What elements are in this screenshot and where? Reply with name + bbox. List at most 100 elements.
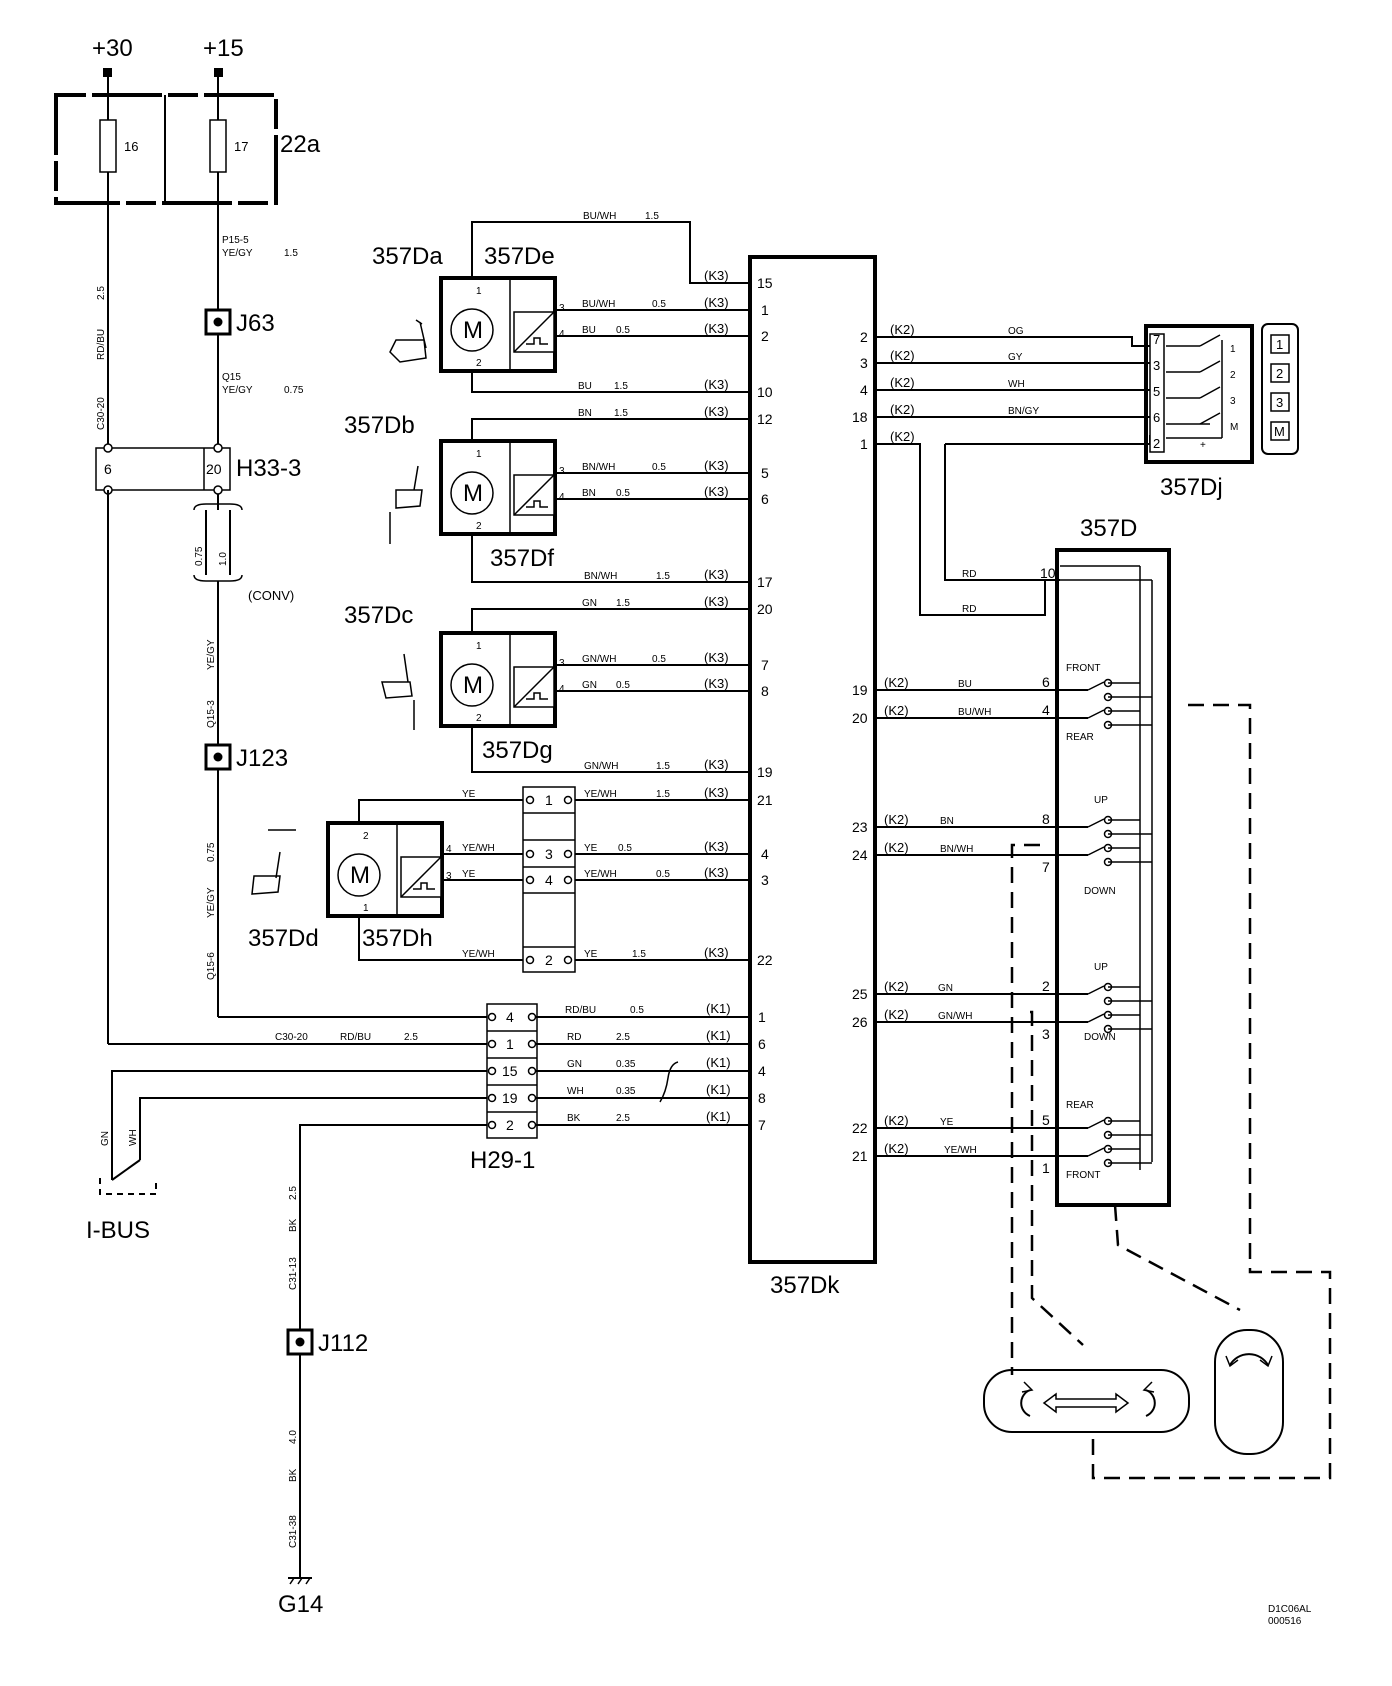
- sw-pin-2: 2: [1042, 978, 1050, 994]
- sw-pin-5: 5: [1042, 1112, 1050, 1128]
- dk-pin-24: 24: [852, 847, 868, 863]
- dk-pin-21: 21: [757, 792, 773, 808]
- dk-pin-5: 5: [761, 465, 769, 481]
- dk-pin-8: 8: [761, 683, 769, 699]
- k3-w9-color: GN: [582, 598, 597, 609]
- drawing-id: D1C06AL: [1268, 1604, 1312, 1615]
- sensor-357dg-label: 357Dg: [482, 737, 553, 764]
- switch-pin-10: 10: [1040, 565, 1056, 581]
- wire-30-color: RD/BU: [96, 329, 107, 360]
- k3-w10-color: GN/WH: [582, 654, 616, 665]
- k3-tag-4: (K3): [704, 377, 729, 392]
- junction-j63: J63: [204, 308, 275, 337]
- motor-357db-label: 357Db: [344, 412, 415, 439]
- ibus-label: I-BUS: [86, 1217, 150, 1244]
- k1-pin-7: 7: [758, 1117, 766, 1133]
- k2b-bnwh: BN/WH: [940, 844, 973, 855]
- switch-unit-357d: 357D FRONT REAR UP DOWN UP DOWN REAR FRO…: [1055, 515, 1171, 1207]
- memory-button-m: M: [1274, 424, 1285, 439]
- switch-up-1: UP: [1094, 795, 1108, 806]
- dk-pin-3: 3: [761, 872, 769, 888]
- sensor-357dh-label: 357Dh: [362, 925, 433, 952]
- k3-w15-color: YE/WH: [584, 869, 617, 880]
- wire-q15-color: YE/GY: [222, 385, 253, 396]
- supply-plus15: +15: [203, 35, 244, 77]
- gnd-color-a: BK: [288, 1218, 299, 1232]
- dk-pin-4: 4: [761, 846, 769, 862]
- dk-pin-19b: 19: [852, 682, 868, 698]
- h29-pin-1: 1: [506, 1036, 514, 1052]
- switch-front-1: FRONT: [1066, 663, 1100, 674]
- memory-button-2: 2: [1276, 366, 1283, 381]
- junction-j112-label: J112: [318, 1330, 368, 1357]
- dj-contact-2: 2: [1153, 436, 1160, 451]
- conv-label: (CONV): [248, 588, 294, 603]
- k3-w5-size: 1.5: [614, 408, 628, 419]
- dk-pin-17: 17: [757, 574, 773, 590]
- switch-up-2: UP: [1094, 962, 1108, 973]
- motor-357dd: M 2 1 4 3 357Dd 357Dh: [248, 821, 452, 952]
- memory-button-3: 3: [1276, 395, 1283, 410]
- h33-pin-20: 20: [206, 461, 222, 477]
- k3-tag-14: (K3): [704, 839, 729, 854]
- motor-357dd-label: 357Dd: [248, 925, 319, 952]
- supply-plus30: +30: [92, 35, 133, 77]
- dd-w4: YE/WH: [462, 949, 495, 960]
- dk-pin-26: 26: [852, 1014, 868, 1030]
- dk-pin-15: 15: [757, 275, 773, 291]
- mdd-pin2: 2: [363, 831, 369, 842]
- dk-pin-10: 10: [757, 384, 773, 400]
- k3-w13-color: YE/WH: [584, 789, 617, 800]
- k3-w15-size: 0.5: [656, 869, 670, 880]
- k1-wires: RD/BU 0.5 RD 2.5 GN 0.35 WH 0.35 BK 2.5 …: [536, 1001, 766, 1133]
- k2-top-gy: GY: [1008, 352, 1023, 363]
- dk-pin-25: 25: [852, 986, 868, 1002]
- motor-357db-m: M: [463, 480, 483, 507]
- k3-tag-13: (K3): [704, 785, 729, 800]
- k1-w4-size: 0.35: [616, 1086, 636, 1097]
- wire-p15-code: P15-5: [222, 235, 249, 246]
- motor-357dd-m: M: [350, 862, 370, 889]
- k1-w2-size: 2.5: [616, 1032, 630, 1043]
- mdc-pin3: 3: [559, 658, 565, 669]
- dj-side-2: 2: [1230, 370, 1236, 381]
- k3-w1-size: 1.5: [645, 211, 659, 222]
- mdb-pin2: 2: [476, 521, 482, 532]
- k2-top-og: OG: [1008, 326, 1024, 337]
- sep-pin-4: 4: [545, 872, 553, 888]
- k3-tag-2: (K3): [704, 295, 729, 310]
- motor-357dc-m: M: [463, 672, 483, 699]
- dk-k2-pin-4: 4: [860, 382, 868, 398]
- connector-h33-label: H33-3: [236, 455, 301, 482]
- motor-357dc: 357Dc M 1 2 3 4 357Dg: [344, 602, 565, 764]
- memory-button-1: 1: [1276, 337, 1283, 352]
- dd-w2: YE/WH: [462, 843, 495, 854]
- fuse-box-label: 22a: [280, 131, 321, 158]
- wire-q156-size: 0.75: [206, 842, 217, 862]
- k3-w13-size: 1.5: [656, 789, 670, 800]
- k3-w2-size: 0.5: [652, 299, 666, 310]
- wire-q156-code: Q15-6: [206, 952, 217, 980]
- mdc-pin2: 2: [476, 713, 482, 724]
- k1-tag-3: (K1): [706, 1055, 731, 1070]
- k3-tag-3: (K3): [704, 321, 729, 336]
- sw-pin-3: 3: [1042, 1026, 1050, 1042]
- mechanical-linkages: [1010, 703, 1332, 1480]
- k1-w5-size: 2.5: [616, 1113, 630, 1124]
- k3-w16-color: YE: [584, 949, 598, 960]
- h29-pin-19: 19: [502, 1090, 518, 1106]
- k2b-gnwh: GN/WH: [938, 1011, 972, 1022]
- junction-j63-label: J63: [236, 310, 275, 337]
- seat-icon-b: [389, 465, 423, 544]
- connector-dd-separator: 1 3 4 2: [522, 786, 576, 973]
- k3-w5-color: BN: [578, 408, 592, 419]
- k2-tag-b1: (K2): [884, 675, 909, 690]
- supply-plus30-label: +30: [92, 35, 133, 62]
- k2b-yewh: YE/WH: [944, 1145, 977, 1156]
- k3-tag-7: (K3): [704, 484, 729, 499]
- k3-tag-12: (K3): [704, 757, 729, 772]
- k2-tag-b7: (K2): [884, 1113, 909, 1128]
- gnd-size-a: 2.5: [288, 1186, 299, 1200]
- k3-w14-size: 0.5: [618, 843, 632, 854]
- k2-top-wires: 2 3 4 18 1 (K2) (K2) (K2) (K2) (K2) OG G…: [852, 322, 1151, 616]
